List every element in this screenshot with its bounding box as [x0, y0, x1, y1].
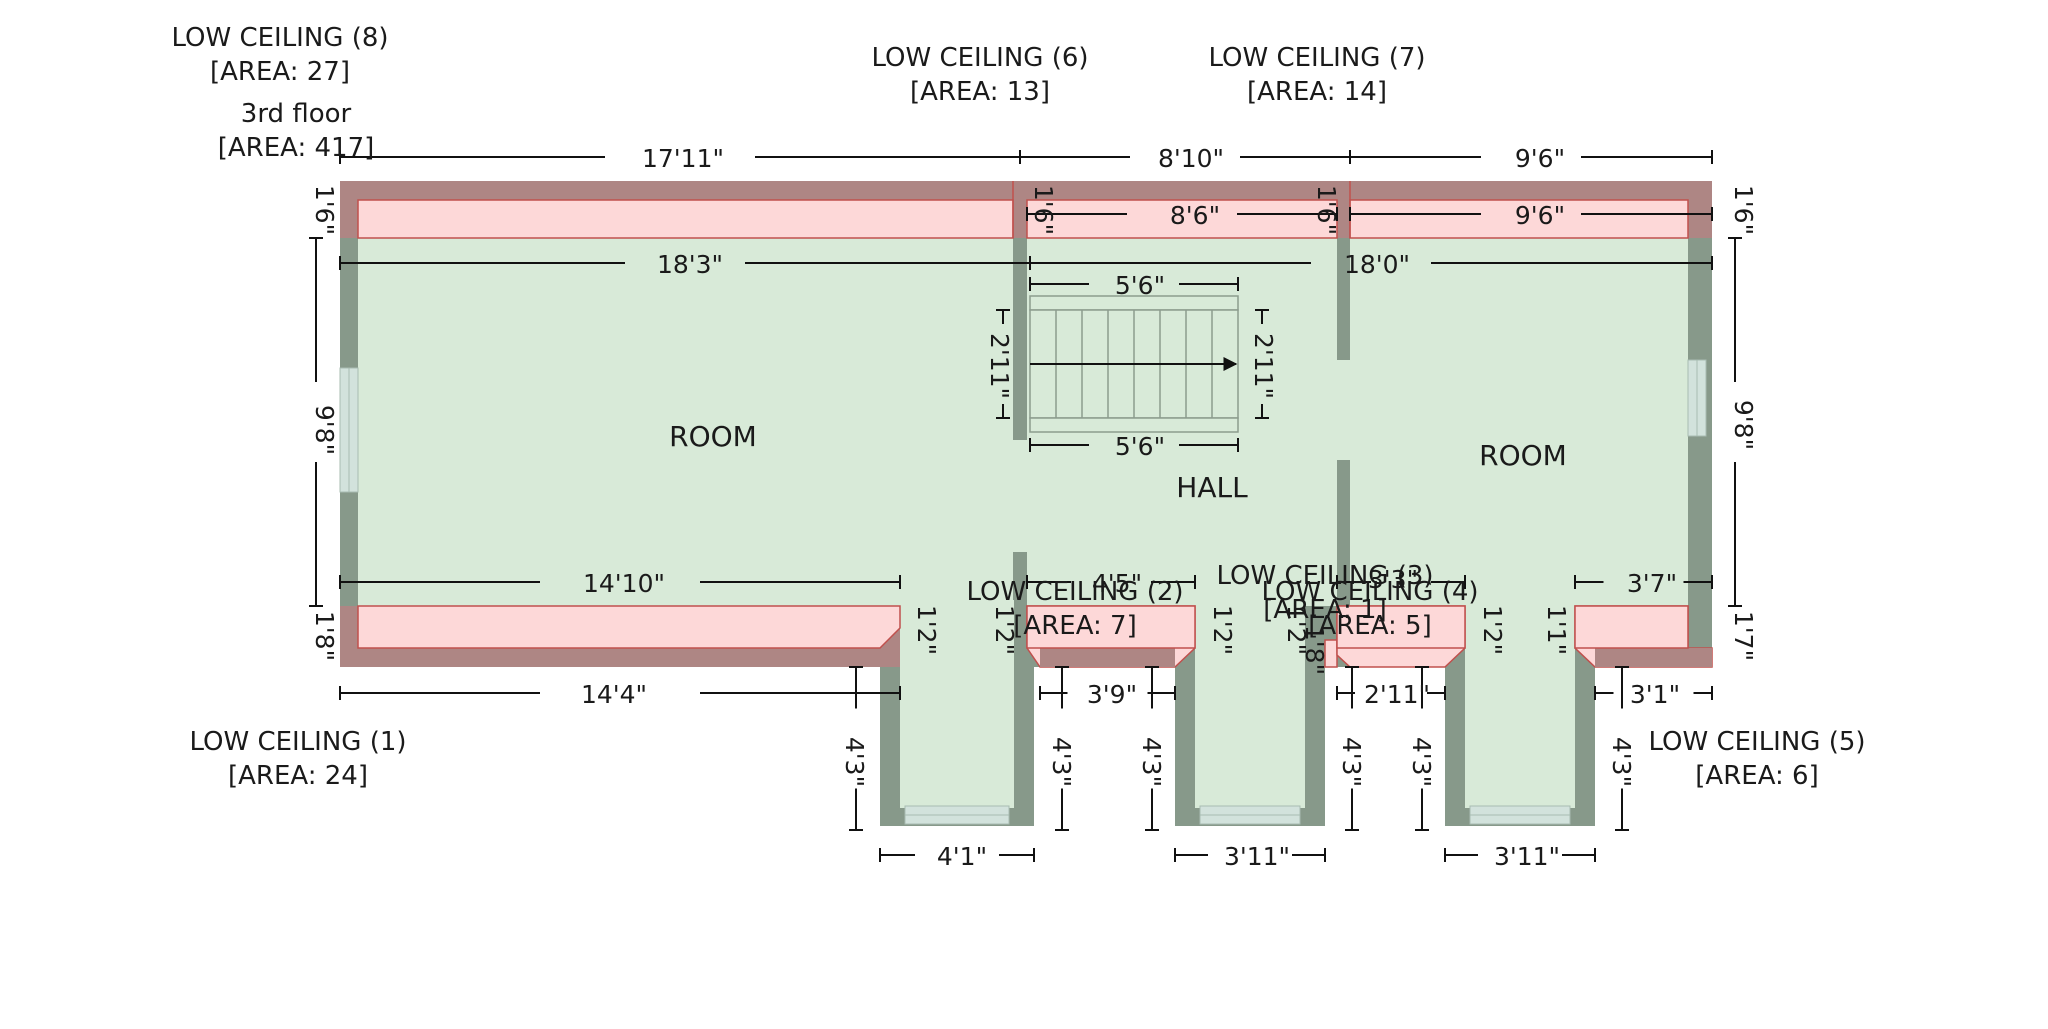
- stair-rail-bottom: [1029, 417, 1239, 433]
- dim-bay2-depth-r: 4'3": [1337, 737, 1366, 787]
- dim-lc4-bottom: 2'11": [1364, 680, 1430, 709]
- dim-room-right-width: 18'0": [1344, 250, 1410, 279]
- dim-lc1-top: 14'10": [583, 569, 665, 598]
- dim-left-bottom: 1'8": [310, 611, 339, 661]
- low-ceiling-8-area: [AREA: 27]: [210, 57, 350, 87]
- dim-bay2-side-r: 1'2": [1282, 605, 1311, 655]
- dim-stair-bottom: 5'6": [1115, 432, 1165, 461]
- dim-left-mid: 9'8": [310, 405, 339, 455]
- dim-lc3-side: 1'8": [1300, 625, 1329, 675]
- low-ceiling-1-area: [AREA: 24]: [228, 761, 368, 791]
- dim-bay1-depth-l: 4'3": [840, 737, 869, 787]
- door-opening-left: [1013, 440, 1027, 552]
- room-label-hall: HALL: [1176, 471, 1248, 504]
- low-ceiling-7-name: LOW CEILING (7): [1208, 43, 1425, 73]
- low-ceiling-zones: [340, 181, 1713, 668]
- dim-bay3-side-r: 1'1": [1542, 605, 1571, 655]
- room-left-floor: [358, 238, 1013, 606]
- bay-2-floor: [1195, 600, 1305, 808]
- low-ceiling-zone-3: [1324, 639, 1338, 668]
- dim-bay2-side-l: 1'2": [1208, 605, 1237, 655]
- dimension-texts: 17'11" 8'10" 9'6" 8'6" 9'6" 18'3" 18'0" …: [581, 144, 1680, 871]
- low-ceiling-7-area: [AREA: 14]: [1247, 77, 1387, 107]
- low-ceiling-zone-1: [357, 605, 901, 649]
- bay-3-floor: [1465, 600, 1575, 808]
- dim-inner-mid: 8'6": [1170, 201, 1220, 230]
- dim-lc2-bottom: 3'9": [1087, 680, 1137, 709]
- bay-1-floor: [900, 600, 1014, 808]
- dim-right-bottom: 1'7": [1729, 611, 1758, 661]
- low-ceiling-5-area: [AREA: 6]: [1695, 761, 1818, 791]
- floor-name: 3rd floor: [241, 99, 352, 129]
- dim-bay1-side-r: 1'2": [990, 605, 1019, 655]
- low-ceiling-2-name: LOW CEILING (2): [966, 577, 1183, 607]
- dim-bay1-side-l: 1'2": [912, 605, 941, 655]
- dim-bay2-depth-l: 4'3": [1137, 737, 1166, 787]
- low-ceiling-4-name: LOW CEILING (4): [1261, 577, 1478, 607]
- room-label-right: ROOM: [1479, 439, 1567, 472]
- dim-bay1-width: 4'1": [937, 842, 987, 871]
- dim-right-mid: 9'8": [1729, 400, 1758, 450]
- low-ceiling-3-area: [AREA: 1]: [1263, 595, 1386, 625]
- dim-right-top: 1'6": [1729, 185, 1758, 235]
- dim-lc1-bottom: 14'4": [581, 680, 647, 709]
- dim-inner-right: 9'6": [1515, 201, 1565, 230]
- low-ceiling-8-name: LOW CEILING (8): [171, 23, 388, 53]
- windows: [339, 359, 1707, 825]
- floor-area: [AREA: 417]: [218, 133, 375, 163]
- dimension-texts-vertical: 1'6" 9'8" 1'8" 1'6" 9'8" 1'7" 1'6" 1'6" …: [310, 185, 1758, 787]
- dim-lc5-bottom: 3'1": [1630, 680, 1680, 709]
- dim-room-left-width: 18'3": [657, 250, 723, 279]
- low-ceiling-zone-8: [357, 199, 1014, 239]
- dim-left-top: 1'6": [310, 185, 339, 235]
- dim-stair-right: 2'11": [1249, 333, 1278, 399]
- dim-top-mid: 8'10": [1158, 144, 1224, 173]
- door-opening-right: [1337, 360, 1350, 460]
- dim-top-right: 9'6": [1515, 144, 1565, 173]
- room-label-left: ROOM: [669, 420, 757, 453]
- dim-bay2-width: 3'11": [1224, 842, 1290, 871]
- room-right-floor: [1350, 238, 1688, 606]
- dim-bay1-depth-r: 4'3": [1047, 737, 1076, 787]
- labels: 3rd floor [AREA: 417] ROOM HALL ROOM LOW…: [171, 23, 1865, 791]
- staircase: [1029, 295, 1239, 433]
- low-ceiling-2-area: [AREA: 7]: [1013, 611, 1136, 641]
- dim-bay3-width: 3'11": [1494, 842, 1560, 871]
- low-ceiling-4-area: [AREA: 5]: [1308, 611, 1431, 641]
- dim-bay3-depth-r: 4'3": [1607, 737, 1636, 787]
- dim-bay3-side-l: 1'2": [1478, 605, 1507, 655]
- dim-top-left: 17'11": [642, 144, 724, 173]
- low-ceiling-5-name: LOW CEILING (5): [1648, 727, 1865, 757]
- low-ceiling-6-name: LOW CEILING (6): [871, 43, 1088, 73]
- low-ceiling-6-area: [AREA: 13]: [910, 77, 1050, 107]
- dim-wall-mid2: 1'6": [1312, 185, 1341, 235]
- dim-lc5-top: 3'7": [1627, 569, 1677, 598]
- dimension-lines: [309, 150, 1742, 862]
- dim-lc4-top: 3'3": [1368, 565, 1418, 594]
- dim-bay3-depth-l: 4'3": [1407, 737, 1436, 787]
- low-ceiling-3-name: LOW CEILING (3): [1216, 561, 1433, 591]
- dim-stair-left: 2'11": [985, 333, 1014, 399]
- low-ceiling-1-name: LOW CEILING (1): [189, 727, 406, 757]
- dim-lc2-top: 4'5": [1092, 569, 1142, 598]
- dim-wall-mid1: 1'6": [1029, 185, 1058, 235]
- dim-stair-top: 5'6": [1115, 271, 1165, 300]
